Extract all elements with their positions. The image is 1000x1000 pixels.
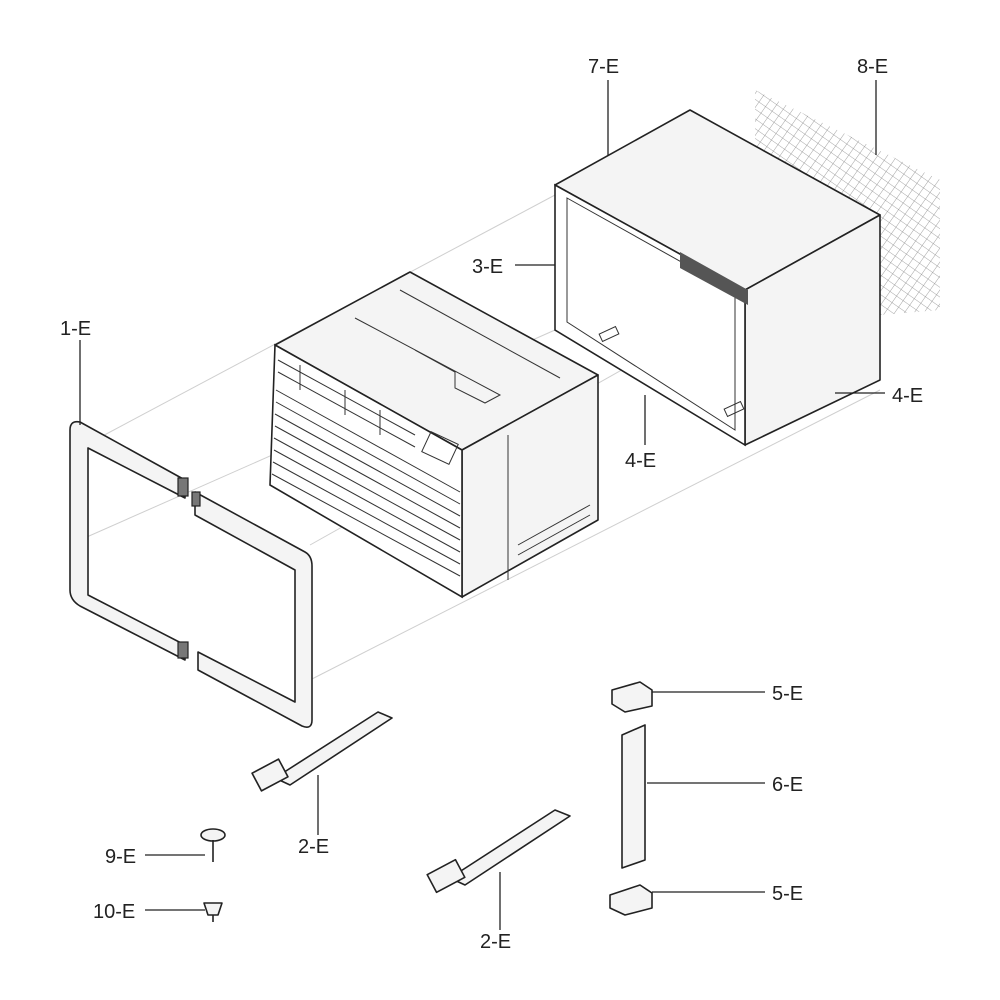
cabinet-sleeve-part xyxy=(554,109,881,447)
callout-9-e: 9-E xyxy=(105,846,136,868)
callout-6-e: 6-E xyxy=(772,774,803,796)
callout-10-e: 10-E xyxy=(93,901,135,923)
clip-part xyxy=(203,902,223,922)
side-support-part-upper xyxy=(251,711,393,792)
callout-2-e-upper: 2-E xyxy=(298,836,329,858)
leader-lines xyxy=(79,80,885,930)
callout-5-e-bottom: 5-E xyxy=(772,883,803,905)
air-conditioner-chassis xyxy=(269,271,599,599)
callout-5-e-top: 5-E xyxy=(772,683,803,705)
side-curtain-panel-part xyxy=(621,724,646,869)
front-frame-part xyxy=(69,420,313,728)
callout-3-e: 3-E xyxy=(472,256,503,278)
callout-4-e-bottom: 4-E xyxy=(625,450,656,472)
side-support-part-lower xyxy=(426,809,571,894)
callout-2-e-lower: 2-E xyxy=(480,931,511,953)
corner-caps-part xyxy=(609,681,653,916)
mesh-screen-part xyxy=(755,90,940,315)
screw-part xyxy=(200,828,226,862)
callout-7-e: 7-E xyxy=(588,56,619,78)
front-grille xyxy=(271,359,461,577)
callout-8-e: 8-E xyxy=(857,56,888,78)
callout-1-e: 1-E xyxy=(60,318,91,340)
callout-4-e-right: 4-E xyxy=(892,385,923,407)
